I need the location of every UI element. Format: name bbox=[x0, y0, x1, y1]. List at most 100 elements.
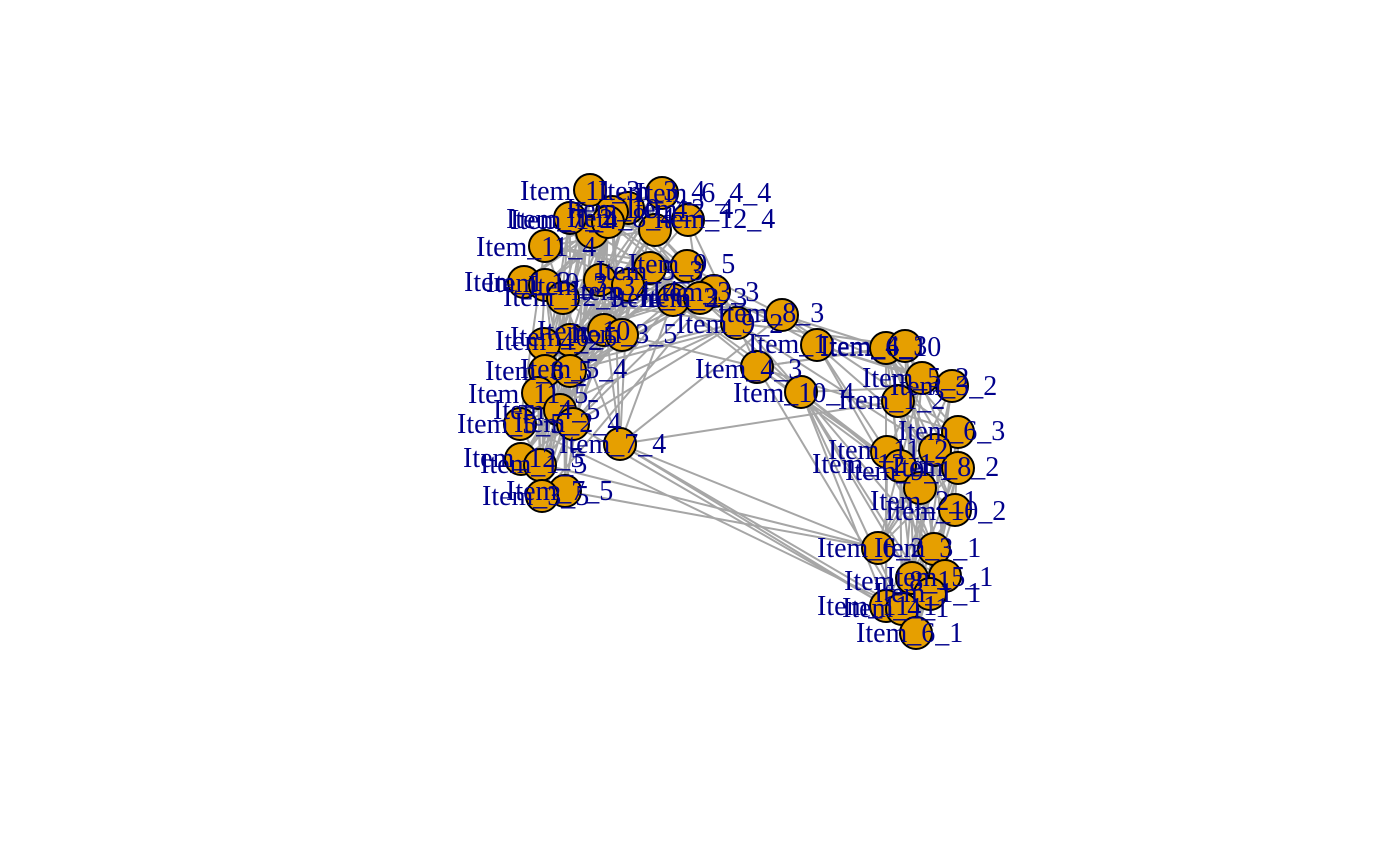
node-label: Item_9_5 bbox=[628, 249, 735, 280]
node-label: Item_11_2 bbox=[828, 435, 948, 466]
node-label: Item_6_3 bbox=[898, 416, 1005, 447]
node-label: Item_8_5 bbox=[485, 356, 592, 387]
node-circle bbox=[938, 493, 972, 527]
edge-line bbox=[686, 265, 783, 316]
node-label: Item_5_3 bbox=[596, 256, 703, 287]
edge-line bbox=[564, 279, 601, 492]
node-label: Item_1_1 bbox=[874, 578, 981, 609]
node-label: Item_3_1 bbox=[874, 533, 981, 564]
node-circle bbox=[645, 176, 679, 210]
node-label: Item_9_2 bbox=[676, 309, 783, 340]
node-label: Item_5_2 bbox=[862, 363, 969, 394]
edge-line bbox=[544, 245, 651, 269]
node-label: Item_3_5 bbox=[570, 319, 677, 350]
node-circle bbox=[935, 369, 969, 403]
node-circle bbox=[881, 384, 915, 418]
edge-line bbox=[562, 297, 738, 324]
node-label: Item_4_3 bbox=[820, 331, 927, 362]
node-circle bbox=[556, 407, 590, 441]
edge-line bbox=[736, 322, 936, 451]
node-circle bbox=[903, 471, 937, 505]
node-label: Item_12_1 bbox=[812, 449, 933, 480]
edge-line bbox=[520, 458, 879, 549]
node-circle bbox=[553, 354, 587, 388]
edge-line bbox=[687, 219, 738, 324]
edge-line bbox=[572, 322, 738, 425]
node-label: Item_1_5 bbox=[480, 449, 587, 480]
edge-line bbox=[781, 314, 887, 349]
node-circle bbox=[503, 407, 537, 441]
node-circle bbox=[573, 173, 607, 207]
node-circle bbox=[720, 306, 754, 340]
node-label: Item_1_4 bbox=[510, 205, 617, 236]
node-label: Item_6_10 bbox=[820, 332, 941, 363]
node-label: Item_10_4 bbox=[566, 194, 687, 225]
node-label: Item_1_3 bbox=[464, 267, 571, 298]
node-label: Item_6_1 bbox=[856, 618, 963, 649]
node-label: Item_2_1 bbox=[870, 486, 977, 517]
node-label: Item_10_3 bbox=[486, 268, 607, 299]
node-label: Item_10_2 bbox=[885, 496, 1006, 527]
node-label: Item_11_4 bbox=[476, 232, 596, 263]
node-label: Item_8_3 bbox=[717, 298, 824, 329]
node-label: Item_7_2 bbox=[506, 204, 613, 235]
node-label: Item_4_2 bbox=[495, 326, 602, 357]
edge-line bbox=[572, 299, 674, 425]
edge-line bbox=[619, 284, 629, 445]
node-circle bbox=[591, 205, 625, 239]
node-circle bbox=[913, 577, 947, 611]
node-label: Item_7_5 bbox=[506, 476, 613, 507]
edge-line bbox=[699, 297, 802, 393]
node-label: Item_11_3 bbox=[520, 176, 640, 207]
edge-line bbox=[781, 314, 923, 379]
node-label: Item_2_4 bbox=[514, 408, 621, 439]
node-circle bbox=[638, 213, 672, 247]
node-circle bbox=[605, 318, 639, 352]
node-circle bbox=[546, 281, 580, 315]
node-circle bbox=[740, 350, 774, 384]
node-label: Item_6_2 bbox=[817, 533, 924, 564]
node-label: Item_2_3 bbox=[640, 283, 747, 314]
graph-labels: Item_11_3Item_3_4Item_6_4_4Item_10_4Item… bbox=[457, 176, 1006, 649]
graph-nodes bbox=[503, 173, 975, 650]
node-label: Item_3_5 bbox=[482, 481, 589, 512]
node-label: Item_7_4 bbox=[559, 429, 666, 460]
node-label: Item_3_4 bbox=[598, 176, 705, 207]
node-label: Item_5_4 bbox=[520, 354, 627, 385]
node-circle bbox=[861, 531, 895, 565]
node-circle bbox=[888, 329, 922, 363]
node-circle bbox=[784, 375, 818, 409]
node-label: Item_10_4 bbox=[733, 378, 854, 409]
node-label: Item_12_3 bbox=[503, 282, 624, 313]
node-label: Item_4_4 bbox=[571, 276, 678, 307]
edge-line bbox=[519, 423, 903, 610]
node-label: Item_1 bbox=[748, 329, 827, 360]
edge-line bbox=[619, 400, 899, 445]
node-label: Item_4_1 bbox=[842, 593, 949, 624]
node-circle bbox=[603, 427, 637, 461]
node-label: Item_9_1 bbox=[845, 456, 952, 487]
edge-line bbox=[541, 290, 715, 497]
edge-line bbox=[885, 451, 888, 607]
node-label: Item_3_3 bbox=[652, 277, 759, 308]
node-circle bbox=[611, 268, 645, 302]
node-label: Item_1_2 bbox=[838, 385, 945, 416]
node-label: Item_5_5 bbox=[457, 409, 564, 440]
node-label: Item_4_3 bbox=[695, 354, 802, 385]
node-label: Item_12_5 bbox=[463, 443, 584, 474]
node-label: Item_4_5 bbox=[493, 395, 600, 426]
node-circle bbox=[671, 203, 705, 237]
node-label: Item_11_5 bbox=[468, 379, 588, 410]
node-label: Item_8_4 bbox=[567, 203, 674, 234]
node-label: Item_2_4 bbox=[626, 194, 733, 225]
node-label: Item_8_2 bbox=[892, 452, 999, 483]
node-label: Item_5_1 bbox=[886, 562, 993, 593]
edge-line bbox=[816, 344, 888, 453]
node-circle bbox=[765, 298, 799, 332]
edge-line bbox=[800, 391, 887, 607]
node-label: Item_12_4 bbox=[654, 204, 775, 235]
node-circle bbox=[918, 433, 952, 467]
edge-line bbox=[672, 299, 802, 393]
node-circle bbox=[553, 201, 587, 235]
